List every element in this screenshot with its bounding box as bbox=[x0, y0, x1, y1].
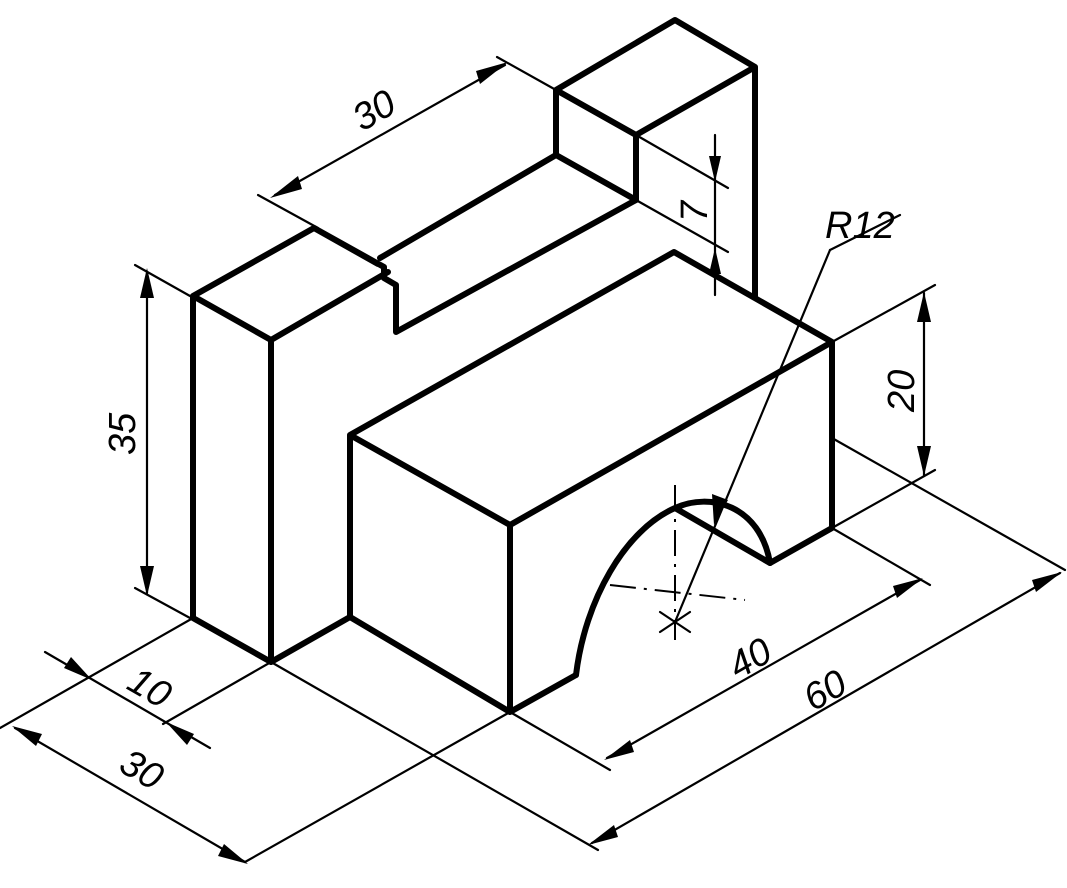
arrow-7-top bbox=[709, 156, 721, 182]
ext-line-35-top bbox=[133, 263, 192, 298]
label-r12: R12 bbox=[825, 205, 895, 247]
leader-r12-shelf bbox=[828, 213, 902, 252]
part-outline bbox=[190, 17, 835, 715]
ext-line-10-outer bbox=[0, 616, 195, 730]
centerline-diagonal bbox=[609, 584, 746, 601]
back-post bbox=[553, 17, 758, 299]
ext-line-60-right bbox=[830, 436, 1067, 572]
ext-line-7-top bbox=[634, 133, 730, 190]
leader-r12 bbox=[673, 248, 832, 624]
label-60: 60 bbox=[797, 662, 855, 720]
label-40: 40 bbox=[722, 630, 780, 688]
arrow-60-left bbox=[588, 825, 618, 845]
ext-line-60-left bbox=[269, 660, 600, 852]
ext-line-30-bottom-right bbox=[243, 710, 512, 864]
arrow-20-bottom bbox=[917, 446, 931, 476]
dim-line-40 bbox=[605, 578, 922, 760]
arrow-60-right bbox=[1032, 572, 1062, 592]
label-20: 20 bbox=[881, 370, 923, 413]
arrow-top-30-left bbox=[270, 176, 302, 198]
dim-line-top-30 bbox=[273, 63, 507, 197]
arrow-20-top bbox=[917, 292, 931, 322]
arrow-r12 bbox=[712, 494, 728, 525]
arrow-30-bottom-left bbox=[12, 726, 42, 746]
dimension-lines bbox=[0, 55, 1067, 864]
arrow-30-bottom-right bbox=[218, 844, 248, 864]
ext-line-20-top bbox=[830, 283, 937, 344]
ext-line-40-left bbox=[508, 710, 612, 772]
arrow-35-bottom bbox=[140, 566, 154, 596]
ext-line-10-inner bbox=[161, 660, 273, 726]
ext-line-20-bottom bbox=[830, 468, 937, 530]
label-top-30: 30 bbox=[346, 82, 404, 140]
arrow-35-top bbox=[140, 268, 154, 298]
label-10: 10 bbox=[121, 659, 179, 717]
arrow-40-left bbox=[604, 740, 634, 760]
left-wall bbox=[190, 152, 639, 665]
label-35: 35 bbox=[102, 412, 144, 455]
ext-line-top-left bbox=[256, 193, 320, 230]
arrow-40-right bbox=[893, 578, 923, 598]
dim-line-30-bottom bbox=[13, 726, 247, 864]
arrow-10-left bbox=[64, 657, 92, 680]
dim-line-60 bbox=[590, 571, 1062, 845]
arrow-10-right bbox=[166, 722, 194, 745]
ext-line-40-right bbox=[830, 526, 932, 587]
arrow-top-30-right bbox=[476, 62, 508, 84]
ext-line-7-bottom bbox=[634, 198, 730, 254]
ext-line-top-right bbox=[495, 55, 558, 92]
arrow-7-bottom bbox=[709, 248, 721, 274]
label-7: 7 bbox=[674, 199, 716, 222]
ext-line-35-bottom bbox=[133, 586, 192, 620]
